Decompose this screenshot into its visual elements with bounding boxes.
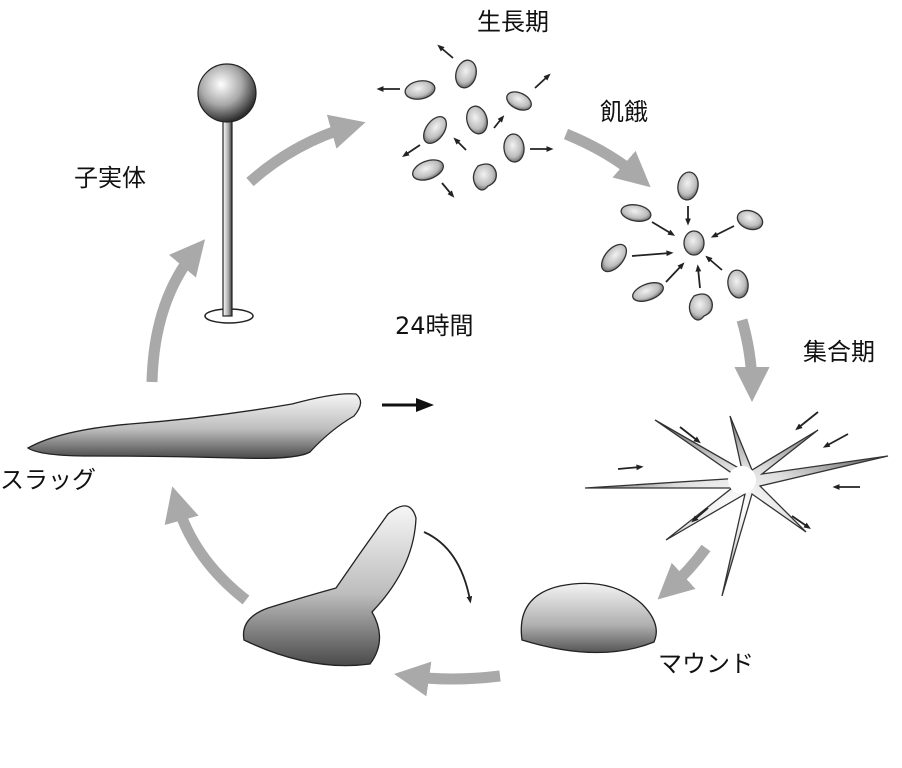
amoeba-cell-icon [688,293,713,321]
culmination-icon [242,505,417,667]
amoeba-cell-icon [677,171,699,201]
cycle-arrow-slug-to-fruiting [146,239,206,383]
starvation-arrows [631,206,735,289]
amoeba-cell-icon [423,116,447,144]
mound-icon [520,582,657,654]
amoeba-cell-icon [620,204,652,222]
aggregation-arrows [617,411,860,530]
amoeba-cell-icon [412,159,444,181]
label-starvation: 飢餓 [600,98,648,126]
label-mound: マウンド [658,650,754,678]
label-aggregation-phase: 集合期 [803,338,875,366]
amoeba-cell-icon [683,230,705,256]
cycle-arrow-culmination-to-slug [164,486,250,605]
amoeba-cell-icon [632,282,664,302]
cycle-arrows [146,114,770,697]
amoeba-cell-icon [727,269,749,299]
label-fruiting-body: 子実体 [74,164,146,192]
slug-icon [26,393,362,460]
amoeba-cell-icon [736,209,764,231]
slug-motion-arrow [382,398,434,412]
amoeba-cell-icon [455,59,477,89]
culmination-motion-arrow [423,531,473,604]
amoeba-cell-icon [503,133,525,163]
amoeba-cell-icon [600,243,628,273]
growth-phase-arrows [376,44,554,198]
growth-phase-cells [404,59,532,191]
cycle-arrow-aggregation-to-mound [657,544,711,600]
label-slug: スラッグ [0,466,96,494]
amoeba-cell-icon [506,91,532,111]
label-growth-phase: 生長期 [477,8,549,36]
cycle-arrow-starvation-to-aggregation [734,318,770,403]
starvation-cells [600,171,764,321]
aggregation-center-icon [584,415,889,597]
amoeba-cell-icon [404,80,436,100]
amoeba-cell-icon [472,163,497,191]
fruiting-body-icon [197,63,257,324]
label-duration: 24時間 [395,312,474,340]
cycle-arrow-growth-to-starvation [563,128,651,188]
amoeba-cell-icon [466,105,488,135]
cycle-arrow-mound-to-culmination [394,661,501,697]
cycle-arrow-fruiting-to-growth [246,114,366,187]
